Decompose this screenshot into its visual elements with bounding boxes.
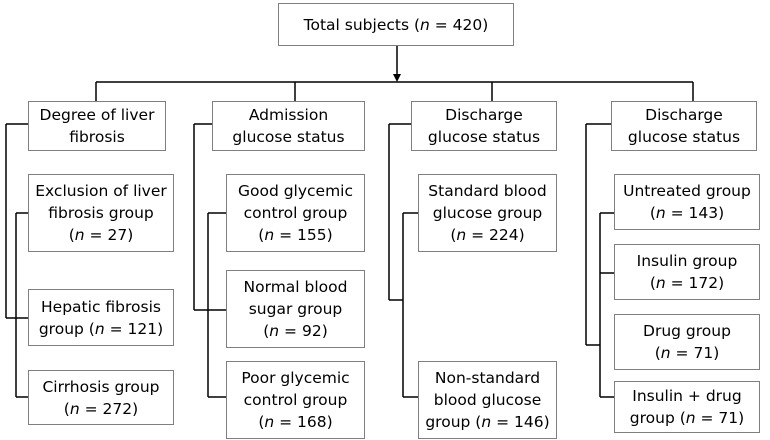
group-insulin: Insulin group(n = 172) bbox=[614, 244, 760, 300]
root-count: = 420) bbox=[429, 15, 489, 34]
group-untreated: Untreated group(n = 143) bbox=[614, 174, 760, 230]
total-subjects-box: Total subjects (n = 420) bbox=[278, 3, 514, 46]
arrow-down-icon bbox=[393, 74, 401, 82]
group-drug: Drug group(n = 71) bbox=[614, 314, 760, 370]
root-label: Total subjects ( bbox=[303, 15, 421, 34]
n-variable: n bbox=[420, 15, 430, 34]
group-cirrhosis: Cirrhosis group(n = 272) bbox=[28, 370, 174, 425]
